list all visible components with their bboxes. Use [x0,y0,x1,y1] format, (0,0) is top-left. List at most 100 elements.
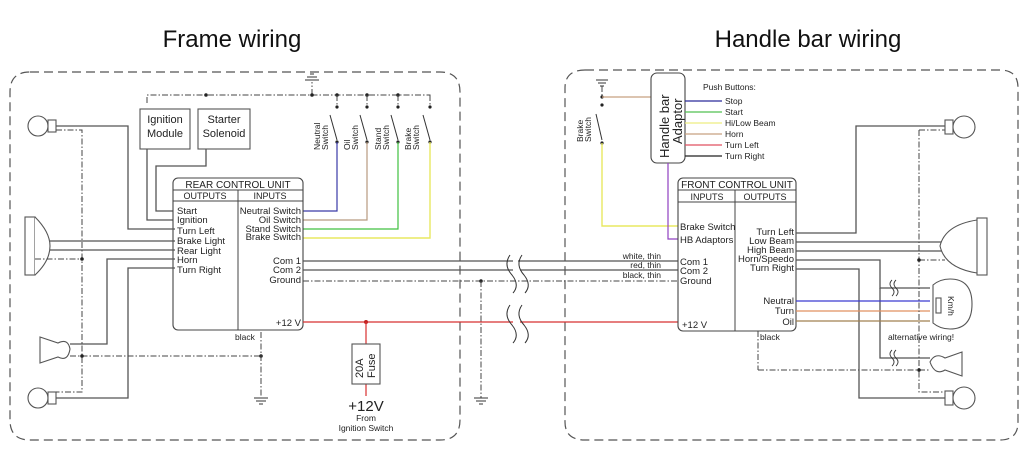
svg-text:Ignition: Ignition [177,215,208,226]
svg-text:Turn: Turn [775,306,794,317]
front-left-indicator-bulb [27,115,57,137]
front-left-indicator-bulb-right [944,386,976,410]
brake-switch-wire [303,142,431,239]
brake-switch-frame: Brake Switch [403,95,432,150]
svg-text:Com 1: Com 1 [273,256,301,267]
headlight [939,217,988,276]
svg-text:Turn Left: Turn Left [756,227,794,238]
svg-text:Brake Light: Brake Light [177,236,225,247]
svg-text:From: From [356,413,376,423]
svg-text:Stand Switch: Stand Switch [246,224,301,235]
speedometer-gauge: Km/h [932,278,973,330]
svg-text:Switch: Switch [583,117,593,142]
frame-section-border [9,71,461,441]
frame-wiring-title: Frame wiring [163,26,302,53]
handlebar-wiring-title: Handle bar wiring [715,26,902,53]
svg-text:Switch: Switch [411,125,421,150]
cable-label-red: red, thin [630,260,661,270]
ignition-module [139,108,191,150]
svg-text:OUTPUTS: OUTPUTS [183,191,226,201]
svg-text:Ignition Switch: Ignition Switch [339,423,394,433]
svg-text:High Beam: High Beam [747,245,794,256]
svg-text:Rear Light: Rear Light [177,246,221,257]
svg-text:Horn: Horn [177,255,198,266]
svg-text:Switch: Switch [320,125,330,150]
svg-text:INPUTS: INPUTS [690,192,723,202]
push-button-label: Start [725,107,744,117]
ground-icon [596,79,608,87]
svg-text:Brake Switch: Brake Switch [680,222,735,233]
svg-text:Switch: Switch [381,125,391,150]
svg-text:Oil: Oil [342,140,352,151]
svg-text:HB Adaptors: HB Adaptors [680,235,734,246]
svg-text:Brake: Brake [403,128,413,150]
starter-solenoid [197,108,251,150]
tail-light [24,216,51,276]
oil-switch-wire [303,142,368,221]
switch-ground-bus [146,94,431,103]
svg-text:Switch: Switch [350,125,360,150]
push-button-label: Horn [725,129,744,139]
svg-text:Fuse: Fuse [366,354,378,378]
svg-text:Stand: Stand [373,128,383,150]
front-right-indicator-bulb [944,115,976,139]
neutral-switch: Neutral Switch [312,95,339,150]
speedo-unit-label: Km/h [946,296,956,316]
svg-text:Module: Module [147,128,183,140]
ground-icon [474,397,488,405]
svg-text:Starter: Starter [207,114,240,126]
svg-text:Ground: Ground [680,276,712,287]
svg-text:Handle bar: Handle bar [657,94,672,158]
push-button-label: Turn Right [725,151,765,161]
svg-text:Turn Left: Turn Left [177,226,215,237]
svg-text:Com 2: Com 2 [680,266,708,277]
supply-voltage-label: +12V [348,398,383,415]
horn-rear [39,336,71,364]
rear-control-unit: REAR CONTROL UNIT OUTPUTS INPUTS Start I… [172,177,304,331]
rear-left-indicator-bulb [27,387,57,409]
svg-text:Brake: Brake [575,120,585,142]
svg-text:Ground: Ground [269,275,301,286]
svg-text:Oil: Oil [782,317,794,328]
svg-text:Turn Right: Turn Right [750,263,794,274]
push-buttons-label: Push Buttons: [703,82,756,92]
svg-text:Low Beam: Low Beam [749,236,794,247]
neutral-switch-wire [303,142,338,212]
svg-text:+12 V: +12 V [682,320,708,331]
ground-icon [305,73,319,81]
alternative-wiring-note: alternative wiring! [888,332,954,342]
push-button-label: Turn Left [725,140,759,150]
svg-text:FRONT CONTROL UNIT: FRONT CONTROL UNIT [681,180,793,191]
svg-text:Solenoid: Solenoid [203,128,246,140]
svg-text:OUTPUTS: OUTPUTS [743,192,786,202]
svg-text:INPUTS: INPUTS [253,191,286,201]
fuse-20a: 20A Fuse [351,343,381,385]
horn-front [929,351,963,377]
svg-text:Horn/Speedo: Horn/Speedo [738,254,794,265]
svg-text:Neutral: Neutral [763,296,794,307]
svg-text:Oil Switch: Oil Switch [259,215,301,226]
push-button-label: Stop [725,96,743,106]
svg-text:Start: Start [177,206,197,217]
svg-text:Com 1: Com 1 [680,257,708,268]
push-button-label: Hi/Low Beam [725,118,776,128]
stand-switch: Stand Switch [373,95,400,150]
svg-text:Turn Right: Turn Right [177,265,221,276]
ground-icon [254,397,268,405]
front-control-unit: FRONT CONTROL UNIT INPUTS OUTPUTS Brake … [677,177,797,332]
handlebar-adaptor: Handle bar Adaptor [650,72,686,164]
cable-label-white: white, thin [622,251,662,261]
svg-text:black: black [760,332,781,342]
black-wire-label: black [235,332,256,342]
svg-text:20A: 20A [354,358,366,378]
svg-text:Neutral Switch: Neutral Switch [240,206,301,217]
cable-break-mark [506,254,529,344]
svg-text:Neutral: Neutral [312,122,322,150]
svg-text:Ignition: Ignition [147,114,182,126]
svg-text:Com 2: Com 2 [273,265,301,276]
svg-text:Brake Switch: Brake Switch [246,232,301,243]
oil-switch: Oil Switch [342,95,369,150]
svg-text:Adaptor: Adaptor [670,98,685,144]
